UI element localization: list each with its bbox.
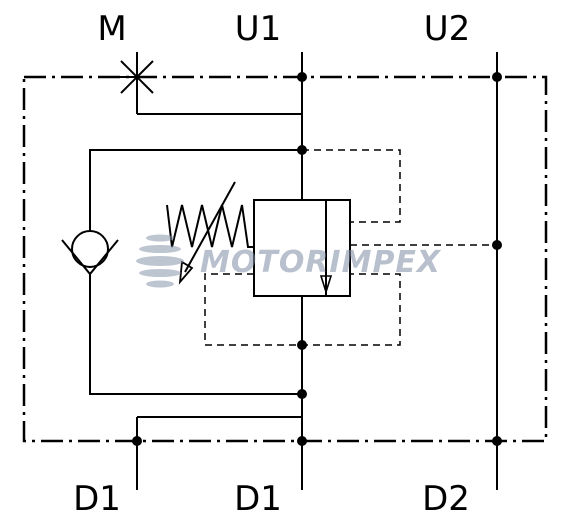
port-label-d1-left: D1 <box>73 479 121 519</box>
m-plug-cross-icon <box>118 60 156 94</box>
valve-flow-arrow-icon <box>319 275 333 295</box>
motorimpex-watermark: MOTORIMPEX <box>136 234 442 288</box>
spring-icon <box>166 204 254 248</box>
junction-dots <box>132 72 502 446</box>
port-label-u2: U2 <box>424 9 471 49</box>
check-valve-lower-line <box>89 274 302 395</box>
adjustment-arrow-line <box>184 181 236 273</box>
port-label-m: M <box>97 9 126 49</box>
check-valve-icon <box>61 230 119 276</box>
check-valve-upper-line <box>89 149 302 232</box>
globe-logo-icon <box>136 234 184 288</box>
port-label-u1: U1 <box>235 9 282 49</box>
adjustment-arrow-head-icon <box>178 260 194 285</box>
pilot-line-upper <box>302 149 401 223</box>
enclosure-boundary <box>22 75 548 443</box>
port-label-d1-center: D1 <box>234 479 282 519</box>
port-label-d2: D2 <box>422 479 470 519</box>
valve-body <box>253 199 351 297</box>
watermark-text: MOTORIMPEX <box>200 245 442 280</box>
